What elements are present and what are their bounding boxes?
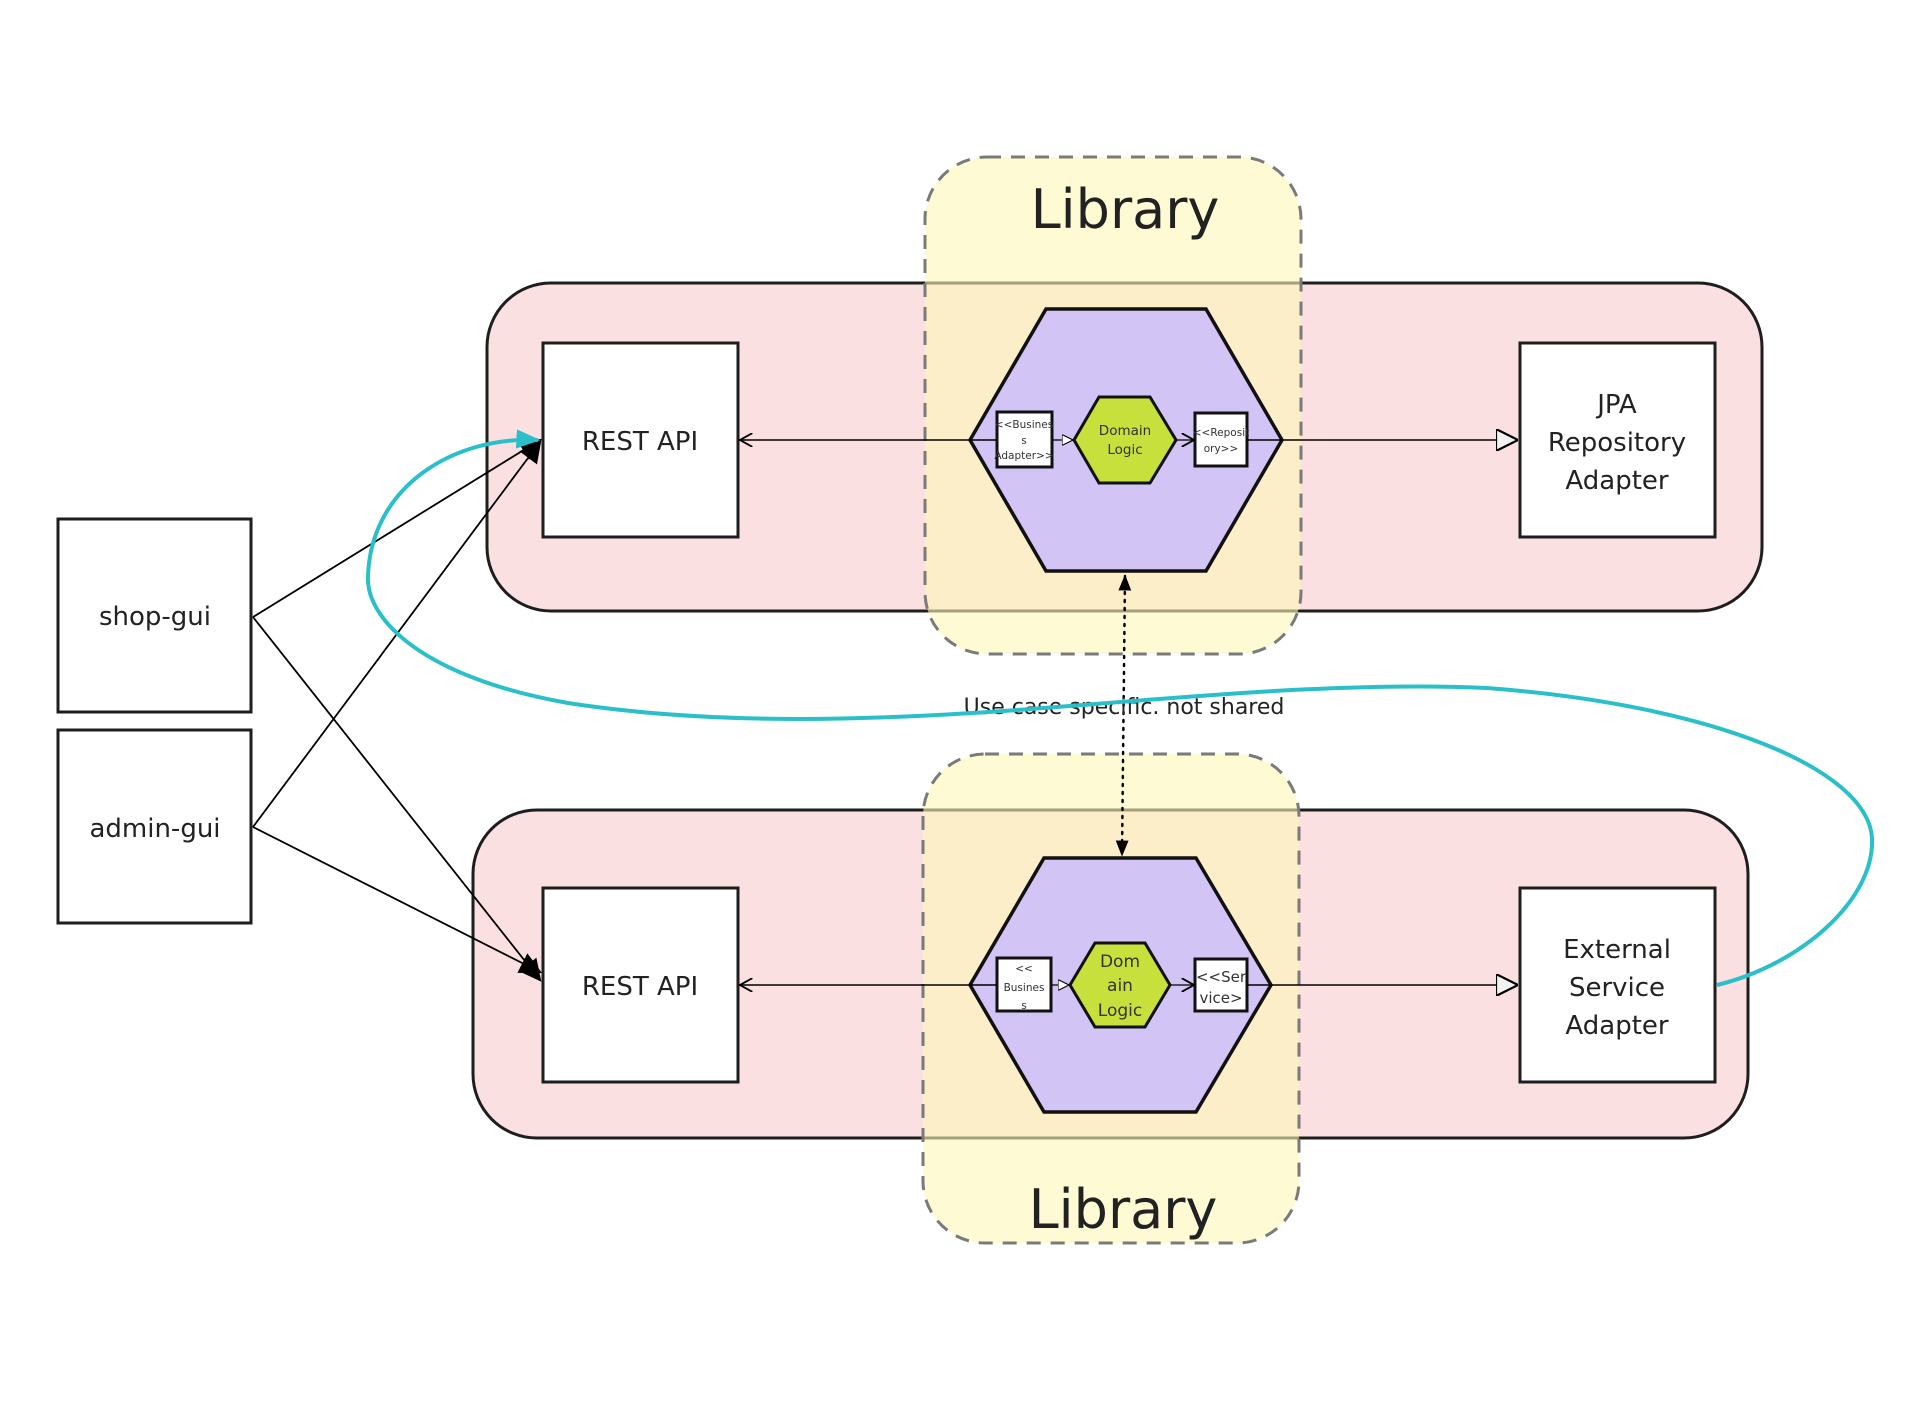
top-business-port-line2: s (1021, 435, 1026, 447)
external-to-rest-callback-connector (365, 429, 1875, 987)
bottom-service-port-line2: vice> (1199, 989, 1242, 1007)
shop-gui-box: shop-gui (56, 517, 253, 714)
external-adapter-label-line3: Adapter (1565, 1011, 1668, 1041)
shop-to-top-rest-arrow (252, 438, 542, 618)
top-domain-line2: Logic (1107, 442, 1142, 458)
external-service-adapter-box: External Service Adapter (1518, 886, 1717, 1084)
bottom-business-port-line1: << (1015, 963, 1033, 975)
top-repository-port: <<Reposit ory>> (1193, 411, 1249, 468)
jpa-repository-adapter-box: JPA Repository Adapter (1518, 341, 1717, 539)
bottom-rest-api-box: REST API (541, 886, 740, 1084)
jpa-adapter-label-line3: Adapter (1565, 466, 1668, 496)
top-repo-port-line2: ory>> (1204, 443, 1239, 455)
bottom-service-port: <<Ser vice> (1193, 957, 1249, 1013)
admin-gui-label: admin-gui (89, 814, 220, 844)
jpa-adapter-label-line2: Repository (1548, 428, 1686, 458)
bottom-rest-api-label: REST API (582, 972, 698, 1002)
shop-to-bottom-rest-arrow (252, 616, 542, 982)
bottom-library-label: Library (1029, 1178, 1218, 1241)
bottom-domain-line1: Dom (1100, 952, 1140, 972)
top-rest-api-box: REST API (541, 341, 740, 539)
shop-gui-label: shop-gui (99, 602, 211, 632)
external-adapter-label-line2: Service (1569, 973, 1665, 1003)
use-case-dotted-link (1115, 574, 1132, 857)
bottom-service-port-line1: <<Ser (1196, 968, 1247, 986)
bottom-domain-logic: Dom ain Logic (1068, 941, 1172, 1029)
admin-gui-box: admin-gui (56, 728, 253, 925)
top-rest-api-label: REST API (582, 427, 698, 457)
bottom-business-port-line3: s (1021, 1000, 1026, 1012)
bottom-domain-line3: Logic (1098, 1001, 1142, 1021)
top-business-port-line3: Adapter>> (994, 450, 1053, 462)
top-repo-port-line1: <<Reposit (1193, 427, 1249, 439)
jpa-adapter-label-line1: JPA (1595, 390, 1637, 420)
top-library-label: Library (1031, 178, 1220, 241)
bottom-business-port: << Busines s (995, 956, 1053, 1013)
top-business-port-line1: <<Busines (995, 419, 1053, 431)
top-domain-line1: Domain (1099, 423, 1151, 439)
use-case-note: Use case specific. not shared (964, 695, 1285, 720)
top-business-port: <<Busines s Adapter>> (994, 410, 1054, 469)
bottom-business-port-line2: Busines (1004, 982, 1045, 994)
external-adapter-label-line1: External (1563, 935, 1671, 965)
admin-to-bottom-rest-arrow (252, 826, 542, 973)
bottom-domain-line2: ain (1107, 976, 1133, 996)
top-application-hexagon: <<Busines s Adapter>> Domain Logic <<Rep… (967, 307, 1285, 573)
